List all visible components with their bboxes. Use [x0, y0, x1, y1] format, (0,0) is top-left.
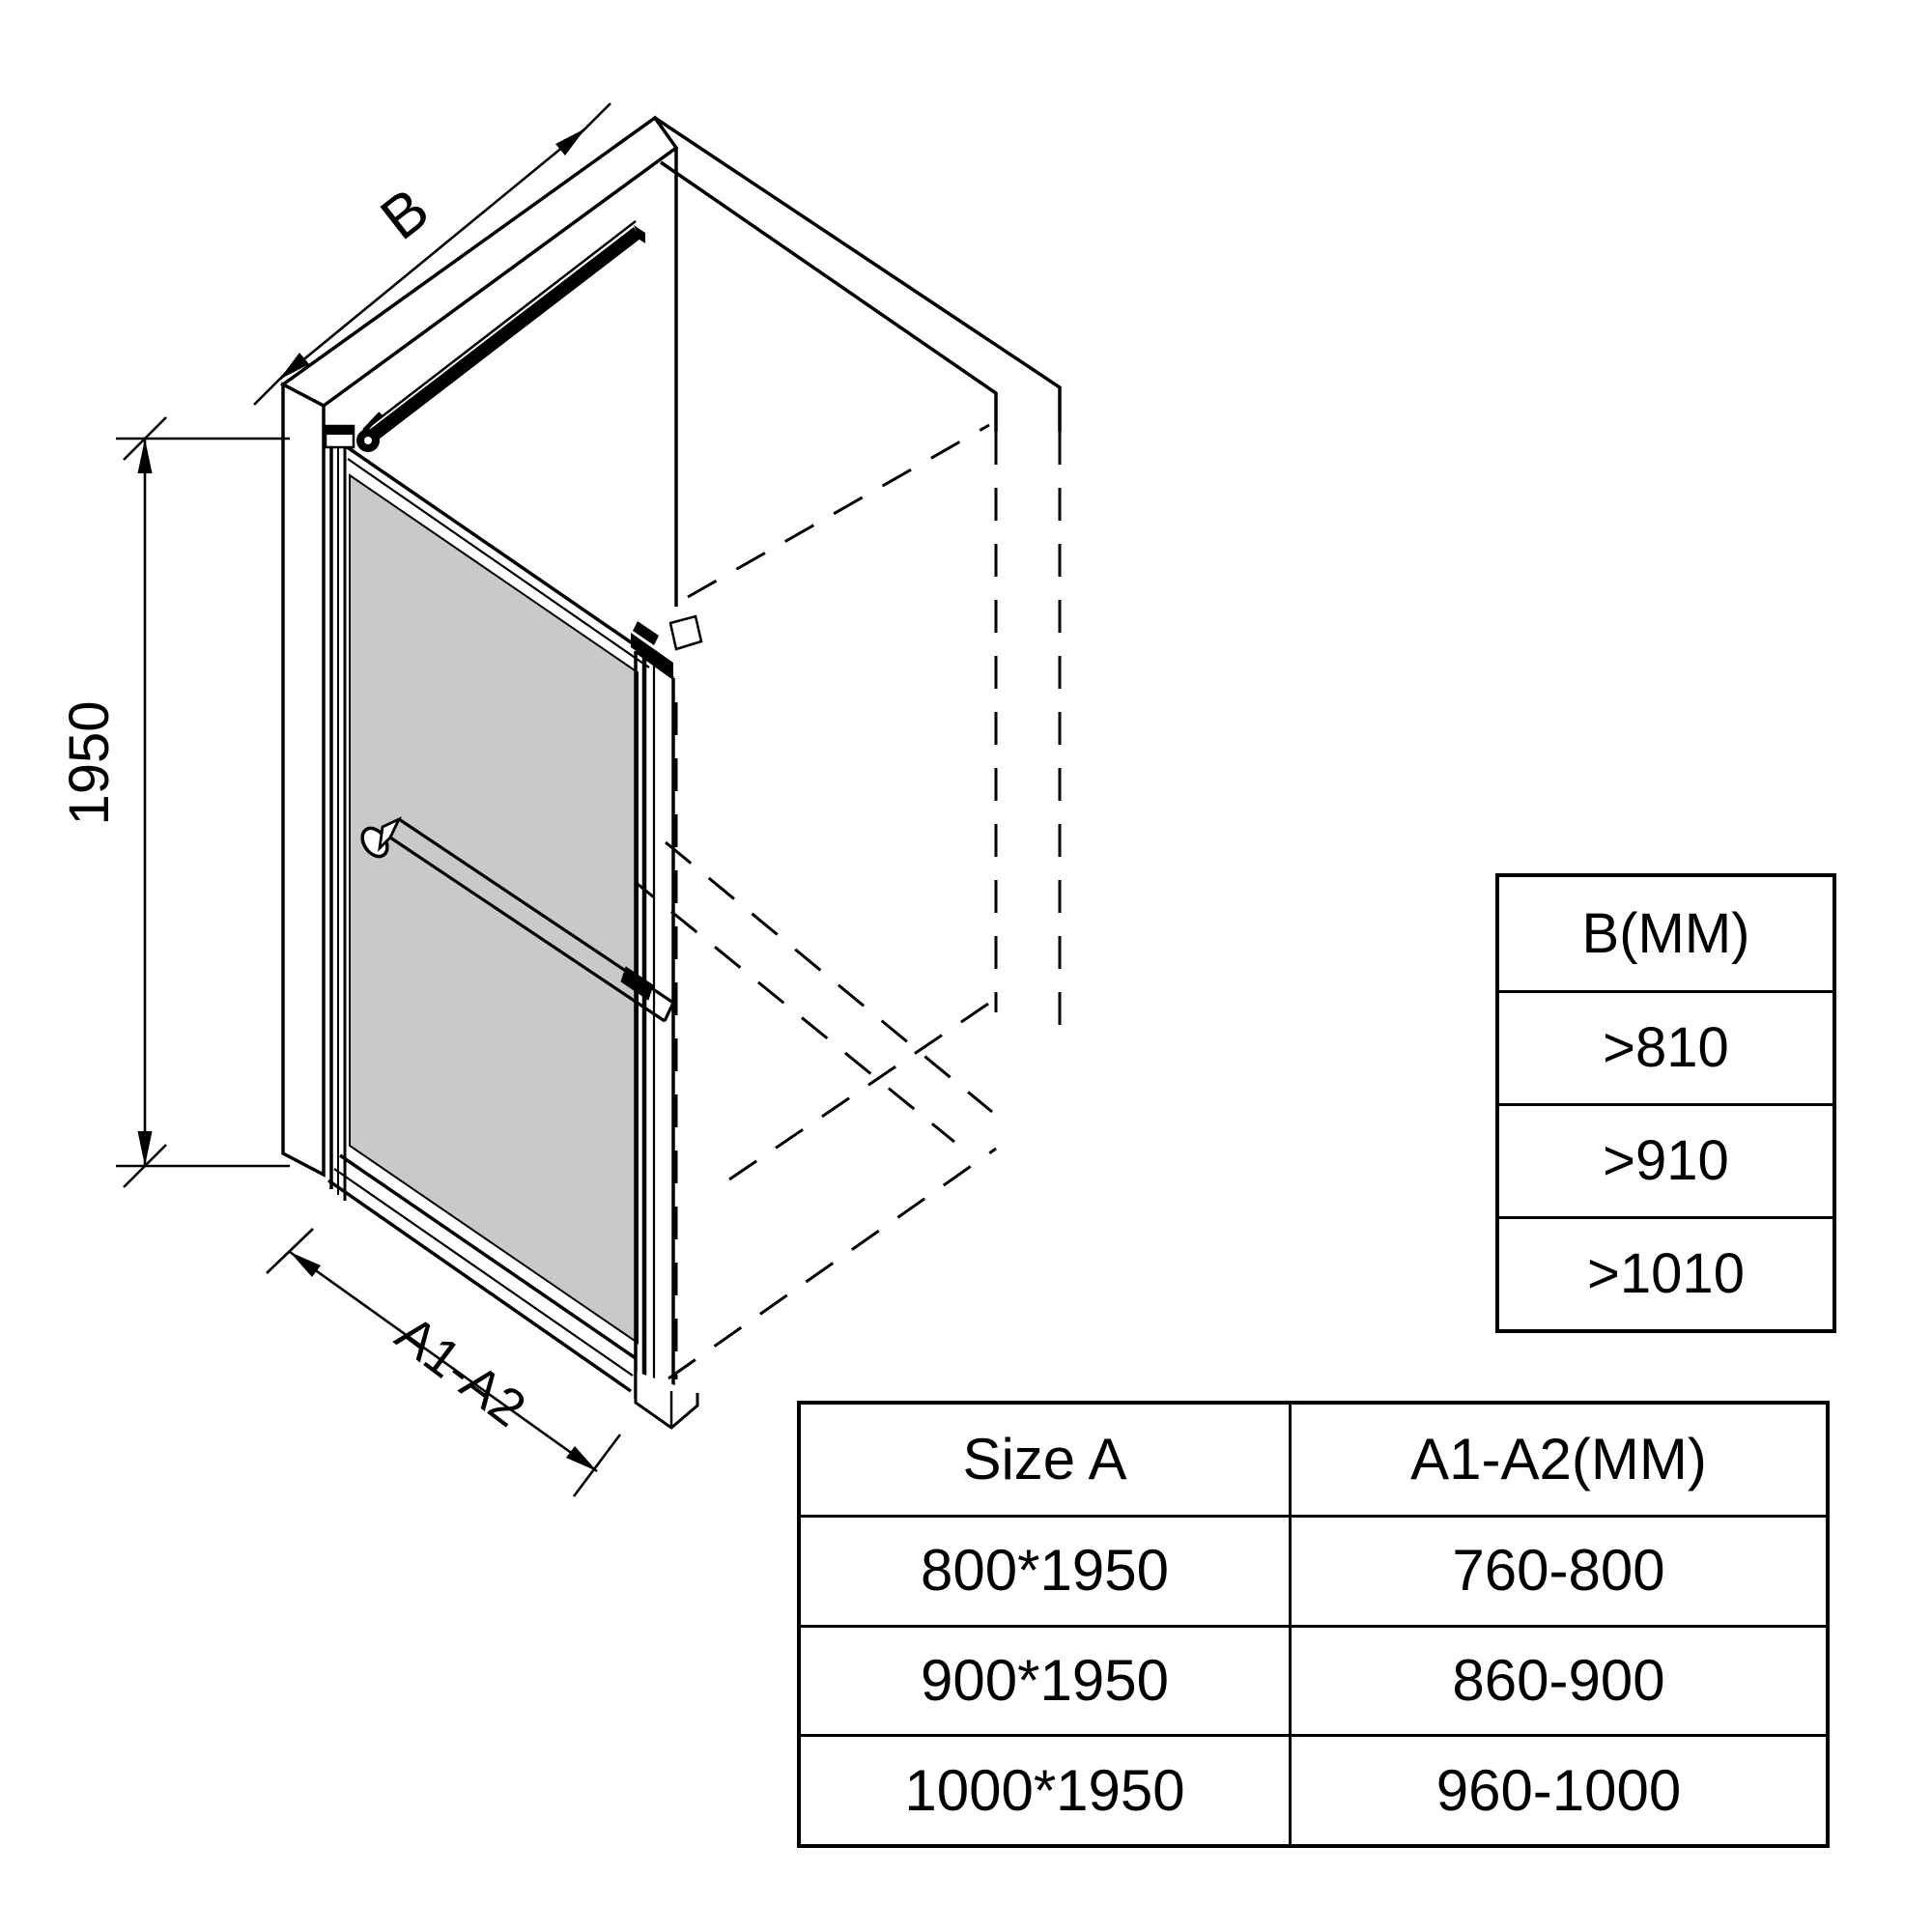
size-table-cell: 860-900	[1289, 1624, 1826, 1735]
dimension-b	[253, 102, 611, 406]
dimension-b-label: B	[369, 176, 441, 253]
dimension-width-line	[289, 1250, 598, 1473]
dimension-width-label: A1-A2	[385, 1305, 536, 1438]
towel-bar-glass-clamp	[620, 966, 654, 1001]
dimension-b-arrow-end	[555, 128, 585, 156]
glass-end-frame	[634, 649, 675, 1426]
dimension-width-arrow-start	[290, 1252, 321, 1277]
towel-bar-bottom-edge	[389, 836, 666, 1023]
hidden-floor-side-line-2	[668, 1147, 997, 1380]
dimension-height-arrow-top	[137, 439, 153, 473]
hidden-edges	[627, 423, 1062, 1380]
size-table-header-a1-a2: A1-A2(MM)	[1289, 1405, 1826, 1515]
right-wall-outline	[654, 116, 1062, 432]
dimension-b-line	[278, 127, 586, 382]
glass-bottom-rail	[327, 1153, 637, 1393]
b-dimension-table: B(MM) >810 >910 >1010	[1495, 873, 1836, 1333]
hinge-profile	[329, 432, 347, 1201]
b-table-header: B(MM)	[1581, 901, 1750, 965]
left-wall	[279, 115, 679, 1178]
hinge-profile-top-cap	[324, 424, 355, 449]
dimension-height-arrow-bottom	[137, 1131, 153, 1166]
dimension-width-arrow-end	[566, 1446, 597, 1471]
size-table-cell: 1000*1950	[801, 1734, 1289, 1844]
towel-bar	[360, 816, 675, 1023]
glass-top-rail	[345, 444, 650, 668]
size-table-header-size-a: Size A	[962, 1426, 1127, 1492]
size-table-cell: 900*1950	[801, 1624, 1289, 1735]
left-wall-front-face	[281, 382, 326, 1178]
right-wall-top-outer-edge	[654, 116, 1062, 432]
size-table-cell: 800*1950	[801, 1514, 1289, 1625]
glass-panel	[349, 473, 639, 1345]
top-corner-clamp	[631, 614, 703, 677]
size-table-cell: 960-1000	[1289, 1734, 1826, 1844]
hidden-floor-back-line-2	[627, 874, 955, 1144]
top-support-bar	[368, 220, 645, 442]
b-table-row: >810	[1499, 990, 1833, 1103]
frame-foot	[634, 1372, 699, 1430]
size-table: Size A A1-A2(MM) 800*1950 760-800 900*19…	[797, 1401, 1830, 1848]
size-table-cell: 760-800	[1289, 1514, 1826, 1625]
left-wall-top-face	[279, 115, 679, 409]
b-table-row: >1010	[1499, 1216, 1833, 1329]
towel-bar-tip	[663, 1002, 675, 1022]
hidden-top-side-line	[687, 423, 990, 599]
b-table-row: >910	[1499, 1103, 1833, 1216]
dimension-width-tick-start	[266, 1228, 314, 1274]
dimension-b-arrow-start	[279, 353, 309, 380]
right-wall-top-inner-edge	[660, 160, 998, 432]
dimension-width	[266, 1228, 622, 1497]
glass-panel-assembly	[324, 412, 703, 1430]
hidden-floor-back-line-1	[665, 840, 993, 1114]
dimension-height	[116, 416, 290, 1188]
dimension-height-label: 1950	[58, 700, 121, 825]
hidden-floor-side-line-1	[728, 1002, 989, 1181]
dimension-width-tick-end	[572, 1434, 622, 1497]
